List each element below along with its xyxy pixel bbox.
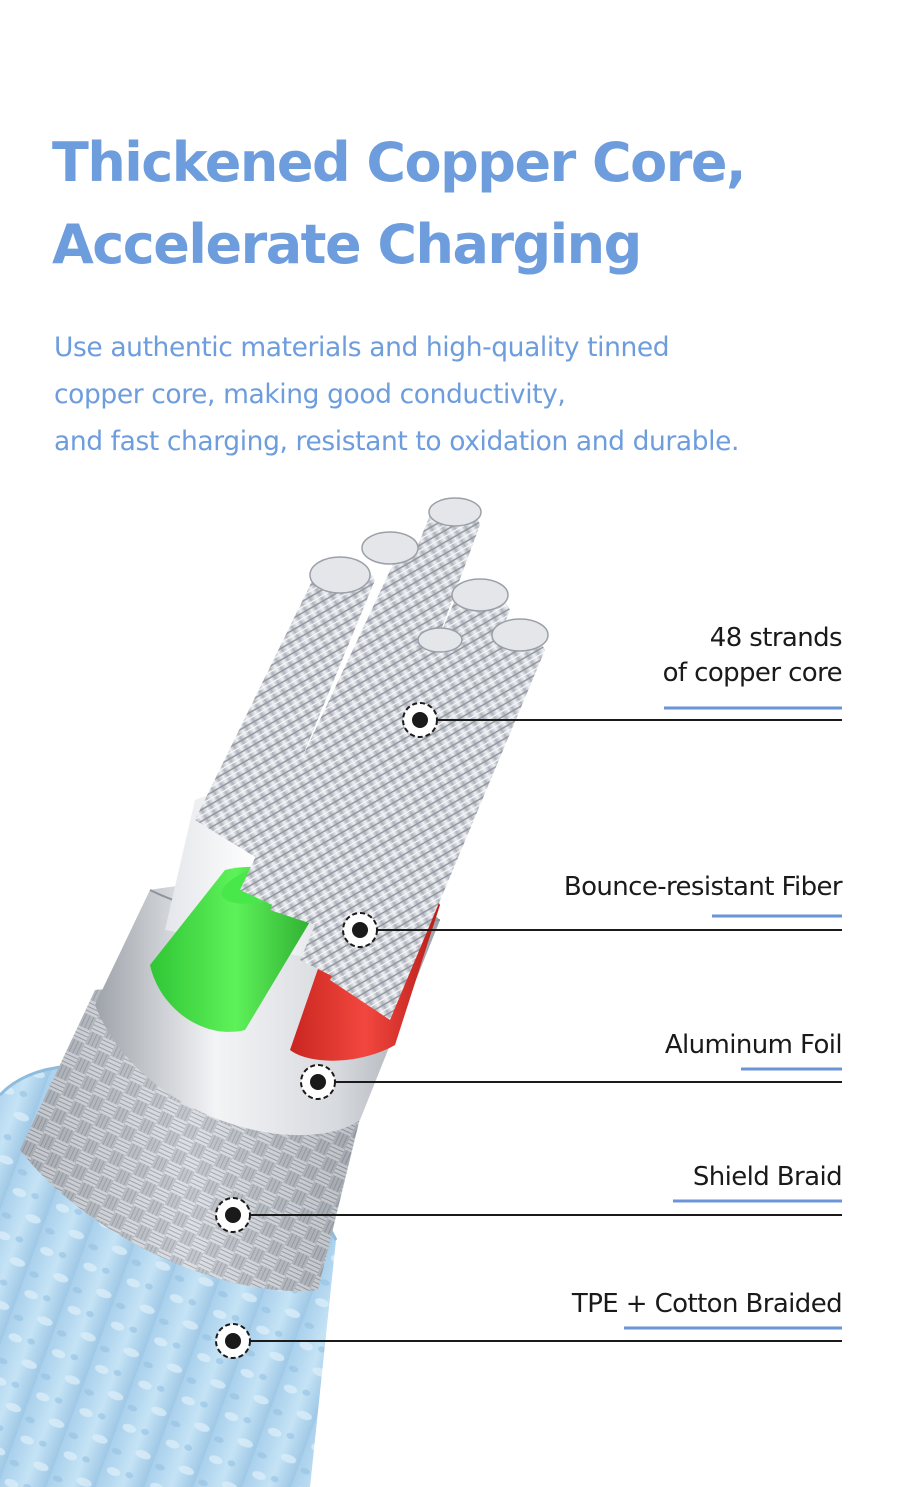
callout-label-copper-core-line-2: of copper core (662, 658, 843, 688)
callout-label-shield-braid: Shield Braid (692, 1160, 843, 1195)
callout-label-copper-core-line-1: 48 strands (709, 623, 843, 653)
callout-label-tpe-jacket-text: TPE + Cotton Braided (571, 1289, 843, 1319)
headline-line-1: Thickened Copper Core, (52, 131, 747, 194)
callout-label-fiber-text: Bounce-resistant Fiber (563, 872, 843, 902)
callout-label-aluminum-foil: Aluminum Foil (664, 1028, 843, 1063)
callout-label-shield-braid-text: Shield Braid (692, 1162, 843, 1192)
callout-label-tpe-jacket: TPE + Cotton Braided (571, 1287, 843, 1322)
description: Use authentic materials and high-quality… (54, 324, 739, 465)
callout-marker-fiber (342, 912, 378, 948)
callout-marker-copper (402, 702, 438, 738)
callout-marker-foil (300, 1064, 336, 1100)
callout-marker-jacket (215, 1323, 251, 1359)
description-line-3: and fast charging, resistant to oxidatio… (54, 426, 740, 457)
callout-label-aluminum-foil-text: Aluminum Foil (664, 1030, 843, 1060)
callout-label-fiber: Bounce-resistant Fiber (563, 870, 843, 905)
headline: Thickened Copper Core, Accelerate Chargi… (52, 122, 747, 286)
callout-marker-braid (215, 1197, 251, 1233)
headline-line-2: Accelerate Charging (52, 213, 642, 276)
callout-label-copper-core: 48 strands of copper core (662, 621, 843, 691)
description-line-2: copper core, making good conductivity, (54, 379, 566, 410)
description-line-1: Use authentic materials and high-quality… (54, 332, 670, 363)
